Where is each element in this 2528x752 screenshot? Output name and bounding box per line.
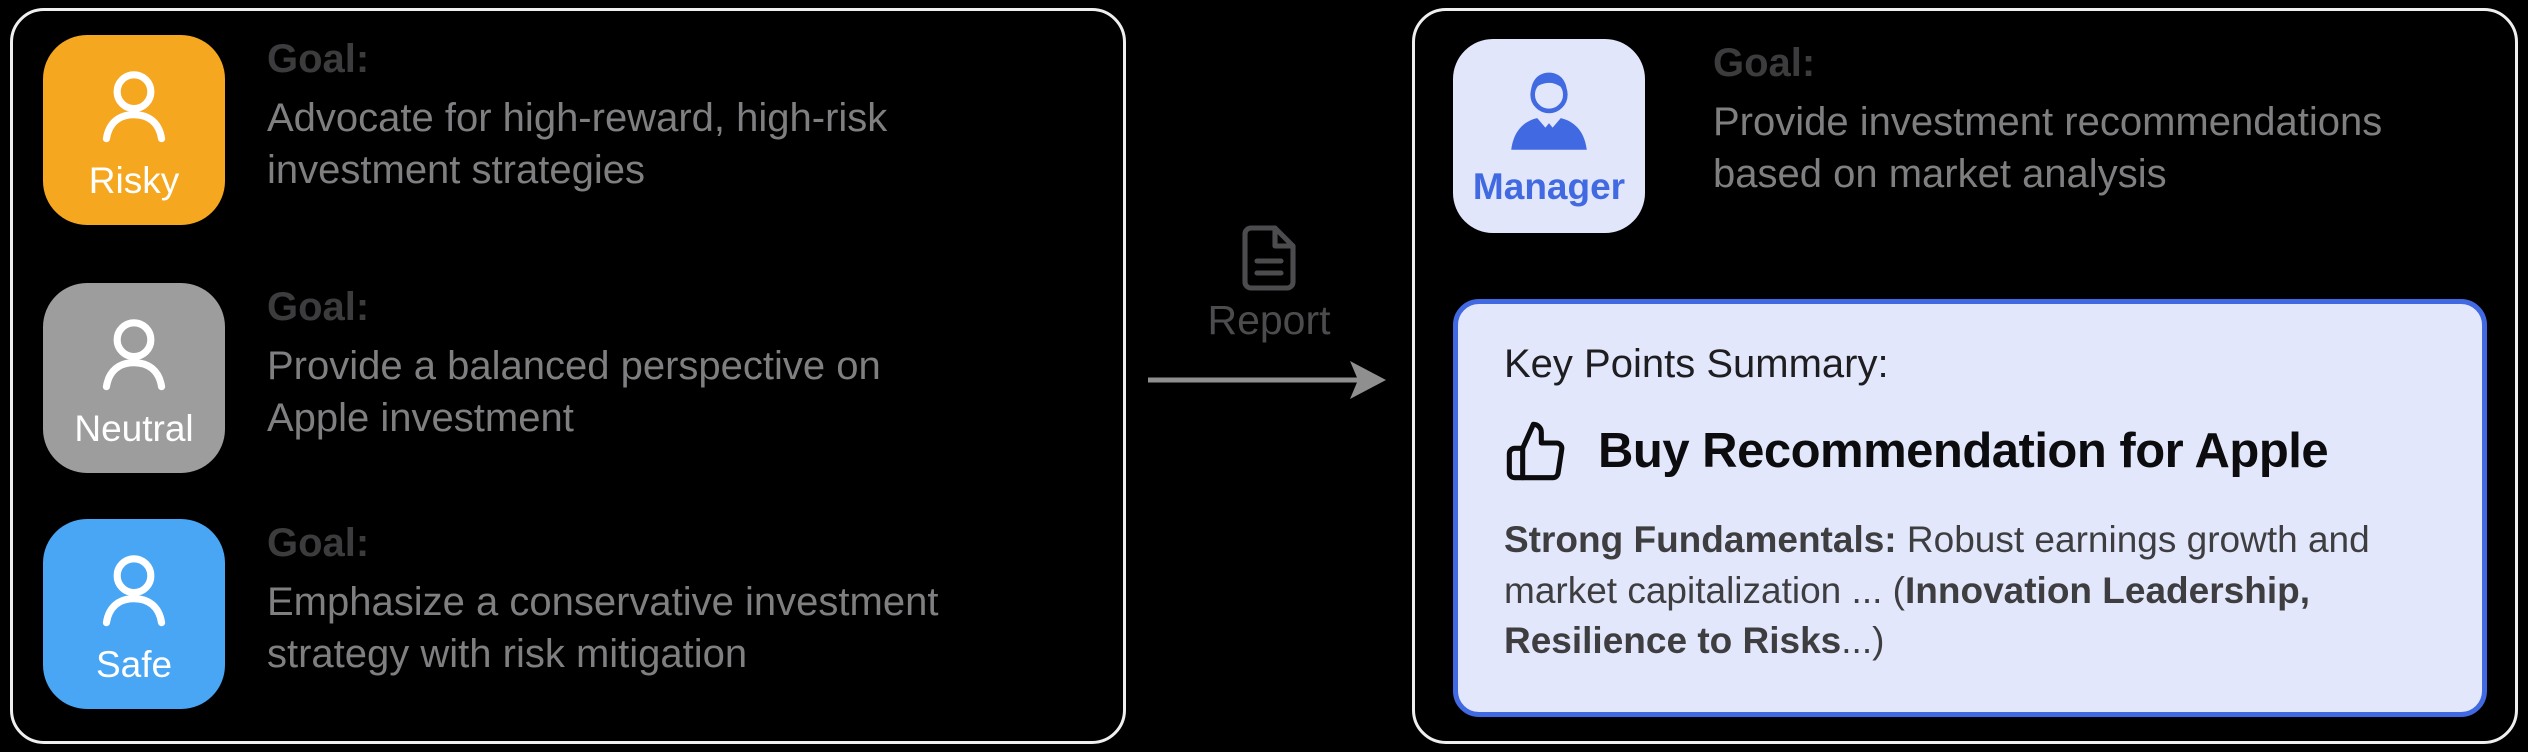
- safe-agent-chip: Safe: [43, 519, 225, 709]
- thumbs-up-icon: [1504, 419, 1568, 483]
- recommendation-headline: Buy Recommendation for Apple: [1504, 419, 2436, 483]
- agent-name-label: Safe: [95, 643, 173, 685]
- manager-row: Manager Goal: Provide investment recomme…: [1453, 39, 2423, 233]
- agent-row-neutral: Neutral Goal: Provide a balanced perspec…: [43, 283, 979, 473]
- neutral-agent-chip: Neutral: [43, 283, 225, 473]
- manager-person-icon: [1500, 64, 1598, 162]
- report-connector: Report: [1134, 222, 1404, 403]
- summary-title: Key Points Summary:: [1504, 342, 1889, 386]
- goal-label: Goal:: [1713, 41, 1816, 85]
- manager-panel: Manager Goal: Provide investment recomme…: [1412, 8, 2518, 744]
- goal-label: Goal:: [267, 37, 370, 81]
- risky-agent-chip: Risky: [43, 35, 225, 225]
- goal-text: Advocate for high-reward, high-risk inve…: [267, 96, 888, 192]
- agent-name-label: Risky: [88, 159, 180, 201]
- report-label: Report: [1207, 297, 1331, 343]
- agent-name-label: Neutral: [74, 407, 194, 449]
- goal-label: Goal:: [267, 521, 370, 565]
- manager-goal-block: Goal: Provide investment recommendations…: [1713, 39, 2423, 200]
- agent-goal-block: Goal: Provide a balanced perspective on …: [267, 283, 979, 444]
- manager-agent-chip: Manager: [1453, 39, 1645, 233]
- debater-agents-panel: Risky Goal: Advocate for high-reward, hi…: [10, 8, 1126, 744]
- agent-row-risky: Risky Goal: Advocate for high-reward, hi…: [43, 35, 979, 225]
- person-icon: [85, 58, 183, 156]
- agent-name-label: Manager: [1472, 165, 1626, 207]
- goal-text: Provide a balanced perspective on Apple …: [267, 344, 881, 440]
- goal-text: Provide investment recommendations based…: [1713, 100, 2383, 196]
- goal-label: Goal:: [267, 285, 370, 329]
- key-points-summary-box: Key Points Summary: Buy Recommendation f…: [1453, 299, 2487, 717]
- document-icon: [1233, 222, 1305, 294]
- agent-goal-block: Goal: Advocate for high-reward, high-ris…: [267, 35, 979, 196]
- arrow-right-icon: [1144, 357, 1394, 403]
- goal-text: Emphasize a conservative investment stra…: [267, 580, 939, 676]
- agent-goal-block: Goal: Emphasize a conservative investmen…: [267, 519, 979, 680]
- recommendation-headline-text: Buy Recommendation for Apple: [1598, 424, 2329, 478]
- agent-row-safe: Safe Goal: Emphasize a conservative inve…: [43, 519, 979, 709]
- person-icon: [85, 542, 183, 640]
- summary-body: Strong Fundamentals: Robust earnings gro…: [1504, 519, 2370, 662]
- person-icon: [85, 306, 183, 404]
